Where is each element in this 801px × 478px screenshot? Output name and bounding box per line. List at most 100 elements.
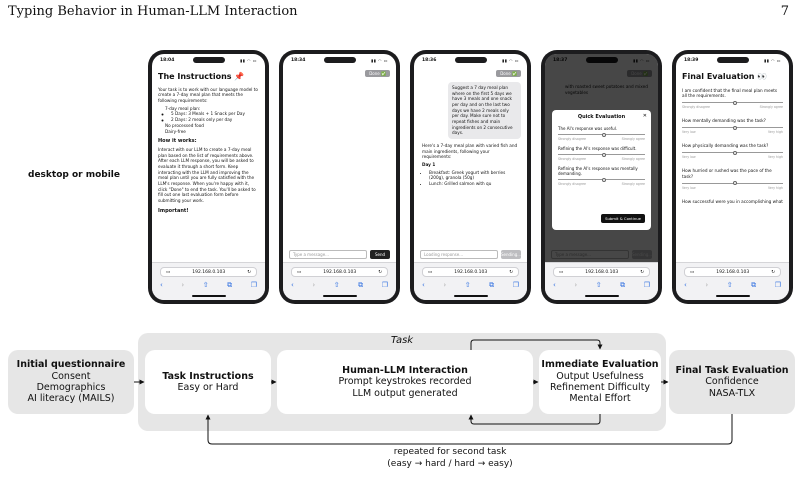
signal-battery-icon: ▮▮ ◠ ▭ [763,57,781,63]
box-title: Initial questionnaire [16,359,126,371]
reload-icon[interactable]: ↻ [771,269,775,275]
scale-low: Strongly disagree [558,157,587,161]
immediate-evaluation-box: Immediate Evaluation Output Usefulness R… [539,350,661,414]
phone-notch [454,57,487,63]
reload-icon[interactable]: ↻ [509,269,513,275]
chevron-right-icon[interactable]: › [574,281,578,289]
send-button[interactable]: Sending... [500,250,522,259]
tabs-icon[interactable]: ❐ [250,281,257,289]
reload-icon[interactable]: ↻ [247,269,251,275]
question-physical: How physically demanding was the task? [682,143,769,149]
list-item: Lunch: Grilled salmon with qu [429,181,519,187]
tabs-icon[interactable]: ❐ [512,281,519,289]
list-item: Dairy-free [165,129,259,135]
book-icon[interactable]: ⧉ [358,281,364,289]
mental-demand-slider[interactable] [558,177,645,182]
submit-continue-button[interactable]: Submit & Continue [601,214,645,223]
question-confidence: I am confident that the final meal plan … [682,87,778,99]
url-bar[interactable]: ▭ 192.168.0.103 ↻ [422,267,519,277]
book-icon[interactable]: ⧉ [620,281,626,289]
slider-knob[interactable] [732,150,737,155]
scale-low: Strongly disagree [558,182,587,186]
hurried-slider[interactable] [682,181,783,186]
chevron-left-icon[interactable]: ‹ [160,281,163,289]
url-bar[interactable]: ▭192.168.0.103↻ [553,267,650,277]
book-icon[interactable]: ⧉ [227,281,233,289]
share-icon[interactable]: ⇧ [202,281,209,289]
scale-high: Very high [767,155,783,160]
task-instructions-box: Task Instructions Easy or Hard [145,350,271,414]
tab-icon: ▭ [428,269,433,275]
chevron-right-icon[interactable]: › [443,281,447,289]
browser-nav: ‹ › ⇧ ⧉ ❐ [684,281,781,290]
slider-knob[interactable] [732,125,737,130]
usefulness-slider[interactable] [558,132,645,137]
chevron-left-icon[interactable]: ‹ [422,281,425,289]
slider-knob[interactable] [732,181,737,186]
tabs-icon[interactable]: ❐ [381,281,388,289]
tabs-icon[interactable]: ❐ [643,281,650,289]
send-button[interactable]: Send [370,250,390,259]
url-bar[interactable]: ▭192.168.0.103↻ [684,267,781,277]
home-indicator [453,295,488,297]
url-bar[interactable]: ▭192.168.0.103↻ [291,267,388,277]
signal-battery-icon: ▮▮ ◠ ▭ [370,57,388,63]
scale-low: Very low [682,130,696,135]
chevron-left-icon[interactable]: ‹ [291,281,294,289]
message-input[interactable]: Loading response... [420,250,498,259]
chevron-left-icon[interactable]: ‹ [553,281,556,289]
list-item: 5 Days: 3 Meals + 1 Snack per Day [171,111,259,117]
book-icon[interactable]: ⧉ [489,281,495,289]
url-text: 192.168.0.103 [585,269,619,275]
done-button[interactable]: Done ✅ [496,70,521,78]
instructions-content: The Instructions 📌 Your task is to work … [158,68,259,262]
url-bar[interactable]: ▭192.168.0.103↻ [160,267,257,277]
difficulty-slider[interactable] [558,152,645,157]
done-button[interactable]: Done ✅ [365,70,390,78]
reload-icon[interactable]: ↻ [378,269,382,275]
slider-knob[interactable] [601,177,606,182]
share-icon[interactable]: ⇧ [726,281,733,289]
status-bar: 18:39▮▮ ◠ ▭ [676,54,789,66]
arrow-loop-top [470,339,603,350]
chevron-right-icon[interactable]: › [181,281,185,289]
confidence-slider[interactable] [682,100,783,105]
slider-knob[interactable] [601,152,606,157]
page-header-title: Typing Behavior in Human-LLM Interaction [8,4,298,19]
close-icon[interactable]: ✕ [642,113,647,119]
tab-icon: ▭ [166,269,171,275]
tabs-icon[interactable]: ❐ [774,281,781,289]
tab-icon: ▭ [297,269,302,275]
scale-low: Strongly disagree [558,137,587,141]
share-icon[interactable]: ⇧ [333,281,340,289]
instructions-title: The Instructions 📌 [158,72,245,81]
mental-slider[interactable] [682,125,783,130]
status-bar: 18:34▮▮ ◠ ▭ [283,54,396,66]
meal-list: Breakfast: Greek yogurt with berries (20… [422,170,519,187]
share-icon[interactable]: ⇧ [464,281,471,289]
slider-knob[interactable] [601,132,606,137]
signal-battery-icon: ▮▮ ◠ ▭ [239,57,257,63]
physical-slider[interactable] [682,150,783,155]
share-icon[interactable]: ⇧ [595,281,602,289]
box-title: Task Instructions [162,370,254,382]
list-item: 2 Days: 2 meals only per day [171,117,259,123]
instructions-intro: Your task is to work with our language m… [158,86,258,104]
list-item: 7-day meal plan: 5 Days: 3 Meals + 1 Sna… [165,106,259,123]
phone-notch [716,57,749,63]
slider-knob[interactable] [732,100,737,105]
chevron-right-icon[interactable]: › [705,281,709,289]
chevron-left-icon[interactable]: ‹ [684,281,687,289]
scale-low: Very low [682,185,696,190]
book-icon[interactable]: ⧉ [751,281,757,289]
scale-low: Very low [682,155,696,160]
llm-intro: Here's a 7-day meal plan with varied fis… [422,143,518,160]
url-text: 192.168.0.103 [454,269,488,275]
reload-icon[interactable]: ↻ [640,269,644,275]
chevron-right-icon[interactable]: › [312,281,316,289]
message-input[interactable]: Type a message... [289,250,367,259]
box-line: Refinement Difficulty [549,382,651,393]
llm-message: Here's a 7-day meal plan with varied fis… [420,139,521,193]
